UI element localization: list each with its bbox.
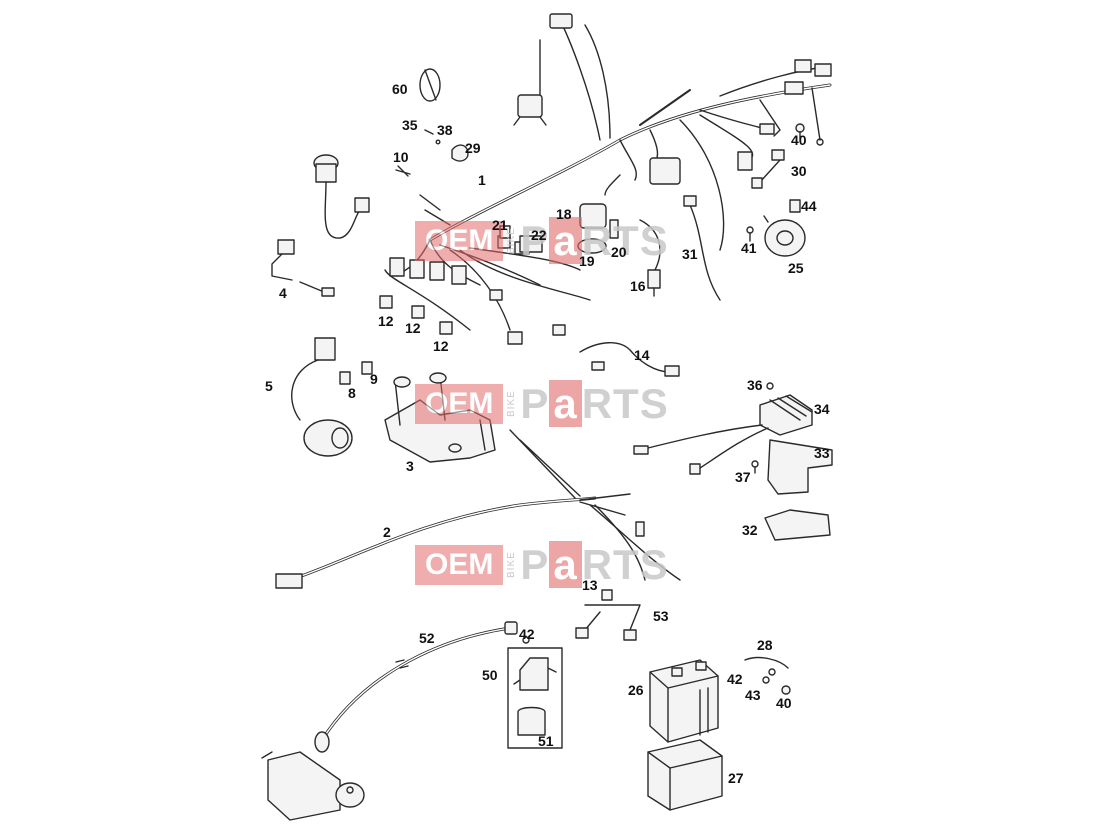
callout-52[interactable]: 52 <box>419 630 435 646</box>
callout-36[interactable]: 36 <box>747 377 763 393</box>
watermark-parts-a: a <box>549 541 582 588</box>
watermark-parts-p: P <box>520 380 550 427</box>
callout-19[interactable]: 19 <box>579 253 595 269</box>
watermark-parts-p: P <box>520 541 550 588</box>
ignition-switch-with-cable[interactable] <box>313 154 370 239</box>
pickup-coil-5[interactable] <box>291 337 353 457</box>
callout-34[interactable]: 34 <box>814 401 830 417</box>
callout-25[interactable]: 25 <box>788 260 804 276</box>
watermark-oem: OEM <box>415 545 504 585</box>
watermark-bike: BIKE <box>506 551 518 579</box>
callout-8[interactable]: 8 <box>348 385 356 401</box>
callout-53[interactable]: 53 <box>653 608 669 624</box>
battery-26[interactable] <box>649 659 719 743</box>
callout-20[interactable]: 20 <box>611 244 627 260</box>
callout-40[interactable]: 40 <box>791 132 807 148</box>
callout-21[interactable]: 21 <box>492 217 508 233</box>
callout-28[interactable]: 28 <box>757 637 773 653</box>
callout-31[interactable]: 31 <box>682 246 698 262</box>
bolt-40-top[interactable] <box>795 123 805 139</box>
watermark-top: OEM BIKE PaRTS <box>415 217 669 264</box>
watermark-parts-rest: RTS <box>581 380 669 427</box>
callout-12[interactable]: 12 <box>433 338 449 354</box>
small-parts-8-9[interactable] <box>339 361 373 385</box>
callout-50[interactable]: 50 <box>482 667 498 683</box>
cable-31[interactable] <box>683 195 721 301</box>
plate-32[interactable] <box>764 509 831 541</box>
callout-16[interactable]: 16 <box>630 278 646 294</box>
callout-2[interactable]: 2 <box>383 524 391 540</box>
callout-42[interactable]: 42 <box>519 626 535 642</box>
callout-30[interactable]: 30 <box>791 163 807 179</box>
relay-12-set[interactable] <box>379 295 453 335</box>
sensor-cable-14[interactable] <box>579 342 680 377</box>
callout-29[interactable]: 29 <box>465 140 481 156</box>
callout-12[interactable]: 12 <box>378 313 394 329</box>
main-wiring-harness[interactable] <box>384 13 832 345</box>
temperature-sensor-16[interactable] <box>639 219 661 297</box>
callout-1[interactable]: 1 <box>478 172 486 188</box>
callout-27[interactable]: 27 <box>728 770 744 786</box>
watermark-parts-a: a <box>549 217 582 264</box>
watermark-parts-rest: RTS <box>581 541 669 588</box>
watermark-bottom: OEM BIKE PaRTS <box>415 541 669 588</box>
cable-tie-clamp[interactable] <box>419 68 441 102</box>
small-screw-parts[interactable] <box>395 129 469 177</box>
callout-12[interactable]: 12 <box>405 320 421 336</box>
callout-10[interactable]: 10 <box>393 149 409 165</box>
horn-assembly-25[interactable] <box>746 199 806 257</box>
callout-43[interactable]: 43 <box>745 687 761 703</box>
callout-4[interactable]: 4 <box>279 285 287 301</box>
cable-2[interactable] <box>275 429 681 589</box>
watermark-parts: PaRTS <box>520 380 668 427</box>
watermark-oem: OEM <box>415 221 504 261</box>
callout-5[interactable]: 5 <box>265 378 273 394</box>
capacitor-18[interactable] <box>577 203 607 254</box>
callout-9[interactable]: 9 <box>370 371 378 387</box>
callout-51[interactable]: 51 <box>538 733 554 749</box>
battery-box-27[interactable] <box>647 739 723 811</box>
callout-33[interactable]: 33 <box>814 445 830 461</box>
battery-terminal-parts[interactable] <box>744 656 791 695</box>
part-30-connector[interactable] <box>751 149 785 189</box>
callout-42[interactable]: 42 <box>727 671 743 687</box>
callout-13[interactable]: 13 <box>582 577 598 593</box>
starter-motor[interactable] <box>261 751 365 821</box>
callout-38[interactable]: 38 <box>437 122 453 138</box>
callout-32[interactable]: 32 <box>742 522 758 538</box>
callout-3[interactable]: 3 <box>406 458 414 474</box>
callout-18[interactable]: 18 <box>556 206 572 222</box>
starter-cable-52[interactable] <box>314 621 518 753</box>
watermark-parts-a: a <box>549 380 582 427</box>
callout-60[interactable]: 60 <box>392 81 408 97</box>
callout-40[interactable]: 40 <box>776 695 792 711</box>
watermark-oem: OEM <box>415 384 504 424</box>
fuse-holder-53[interactable] <box>575 589 641 641</box>
watermark-parts-rest: RTS <box>581 217 669 264</box>
voltage-regulator-34[interactable] <box>633 382 813 475</box>
callout-26[interactable]: 26 <box>628 682 644 698</box>
part-4-cable[interactable] <box>271 239 335 297</box>
bracket-33[interactable] <box>751 439 833 495</box>
watermark-middle: OEM BIKE PaRTS <box>415 380 669 427</box>
connectors-21-22-20[interactable] <box>499 219 619 253</box>
watermark-parts: PaRTS <box>520 541 668 588</box>
callout-14[interactable]: 14 <box>634 347 650 363</box>
callout-41[interactable]: 41 <box>741 240 757 256</box>
watermark-bike: BIKE <box>506 390 518 418</box>
nut-42-top[interactable] <box>522 636 530 644</box>
callout-44[interactable]: 44 <box>801 198 817 214</box>
watermark-parts-p: P <box>520 217 550 264</box>
callout-22[interactable]: 22 <box>531 227 547 243</box>
starter-relay-50-51-box[interactable] <box>507 647 563 749</box>
callout-35[interactable]: 35 <box>402 117 418 133</box>
callout-37[interactable]: 37 <box>735 469 751 485</box>
watermark-parts: PaRTS <box>520 217 668 264</box>
